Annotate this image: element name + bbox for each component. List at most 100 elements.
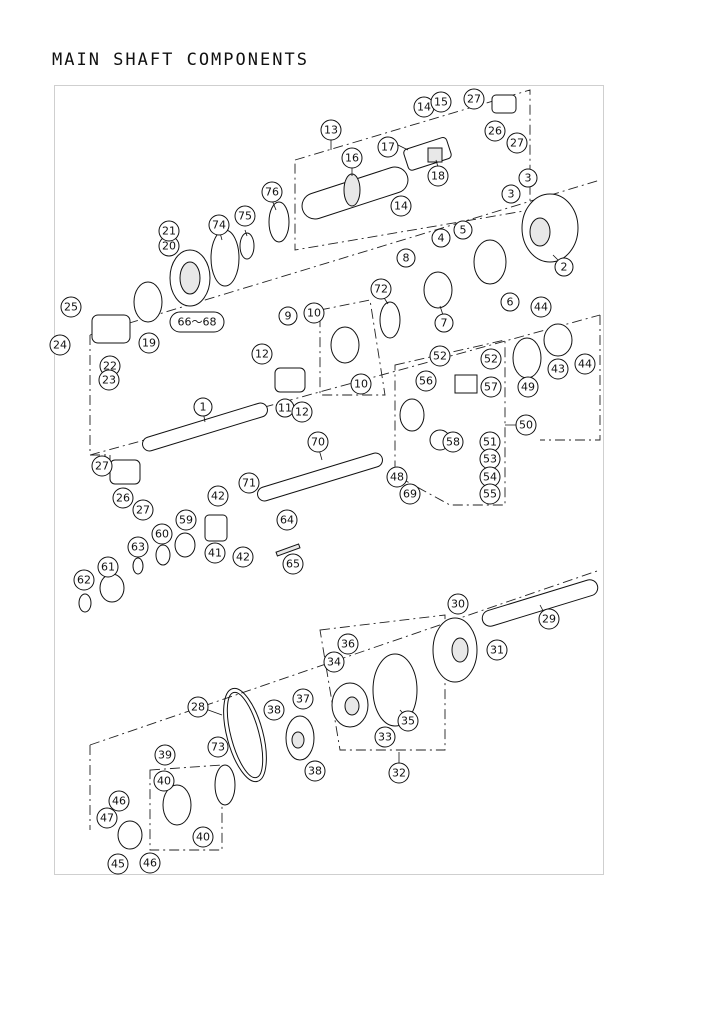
svg-text:26: 26 bbox=[116, 492, 130, 505]
callout-32: 32 bbox=[388, 762, 410, 784]
part-73-ring bbox=[214, 764, 236, 806]
part-28-belt bbox=[223, 687, 267, 783]
callout-24: 24 bbox=[49, 334, 71, 356]
svg-text:9: 9 bbox=[285, 310, 292, 323]
callout-17: 17 bbox=[377, 136, 399, 158]
callout-26: 26 bbox=[484, 120, 506, 142]
callout-14: 14 bbox=[390, 195, 412, 217]
callout-18: 18 bbox=[427, 165, 449, 187]
svg-text:14: 14 bbox=[394, 200, 408, 213]
svg-text:11: 11 bbox=[278, 402, 292, 415]
svg-text:57: 57 bbox=[484, 381, 498, 394]
callout-26: 26 bbox=[112, 487, 134, 509]
svg-text:55: 55 bbox=[483, 488, 497, 501]
svg-text:75: 75 bbox=[238, 210, 252, 223]
callout-51: 51 bbox=[479, 431, 501, 453]
callout-46: 46 bbox=[139, 852, 161, 874]
svg-text:3: 3 bbox=[508, 188, 515, 201]
svg-text:65: 65 bbox=[286, 558, 300, 571]
svg-text:23: 23 bbox=[102, 374, 116, 387]
part-70-shaft bbox=[257, 452, 383, 502]
part-26-crank bbox=[109, 459, 141, 485]
part-11-collar bbox=[274, 367, 306, 393]
svg-text:4: 4 bbox=[438, 232, 445, 245]
callout-52: 52 bbox=[429, 345, 451, 367]
svg-text:27: 27 bbox=[95, 460, 109, 473]
callout-61: 61 bbox=[97, 556, 119, 578]
svg-text:2: 2 bbox=[561, 261, 568, 274]
svg-text:19: 19 bbox=[142, 337, 156, 350]
svg-text:43: 43 bbox=[551, 363, 565, 376]
right-boundary bbox=[540, 315, 601, 441]
svg-text:56: 56 bbox=[419, 375, 433, 388]
callout-65: 65 bbox=[282, 553, 304, 575]
callout-21: 21 bbox=[158, 220, 180, 242]
svg-text:74: 74 bbox=[212, 219, 226, 232]
svg-text:53: 53 bbox=[483, 453, 497, 466]
lower-shaft-axis-line bbox=[89, 569, 601, 746]
callout-69: 69 bbox=[399, 483, 421, 505]
parts bbox=[78, 94, 599, 850]
callout-2: 2 bbox=[554, 257, 574, 277]
part-59-bushing bbox=[174, 532, 196, 558]
callout-27: 27 bbox=[506, 132, 528, 154]
part-39-pulley bbox=[162, 784, 192, 826]
svg-text:20: 20 bbox=[162, 240, 176, 253]
svg-text:73: 73 bbox=[211, 741, 225, 754]
callout-42: 42 bbox=[207, 485, 229, 507]
callout-27: 27 bbox=[91, 455, 113, 477]
svg-text:48: 48 bbox=[390, 471, 404, 484]
svg-text:16: 16 bbox=[345, 152, 359, 165]
svg-text:18: 18 bbox=[431, 170, 445, 183]
callout-1: 1 bbox=[193, 397, 213, 417]
part-76-washer bbox=[268, 201, 290, 243]
part-35-fan bbox=[372, 653, 418, 727]
part-29-shaft bbox=[481, 579, 599, 627]
callout-8: 8 bbox=[396, 248, 416, 268]
callout-64: 64 bbox=[276, 509, 298, 531]
callout-58: 58 bbox=[442, 431, 464, 453]
callout-42: 42 bbox=[232, 546, 254, 568]
callout-15: 15 bbox=[430, 91, 452, 113]
svg-text:3: 3 bbox=[525, 172, 532, 185]
part-9-block bbox=[330, 326, 360, 364]
callout-11: 11 bbox=[275, 398, 295, 418]
part-45-crank bbox=[117, 820, 143, 850]
callout-23: 23 bbox=[98, 369, 120, 391]
part-43-crank bbox=[543, 323, 573, 357]
callout-27: 27 bbox=[132, 499, 154, 521]
svg-text:28: 28 bbox=[191, 701, 205, 714]
callout-34: 34 bbox=[323, 651, 345, 673]
svg-text:8: 8 bbox=[403, 252, 410, 265]
page-title: MAIN SHAFT COMPONENTS bbox=[52, 50, 309, 70]
callout-35: 35 bbox=[397, 710, 419, 732]
part-75-ring bbox=[239, 232, 255, 260]
svg-text:40: 40 bbox=[196, 831, 210, 844]
svg-text:46: 46 bbox=[143, 857, 157, 870]
callout-50: 50 bbox=[515, 414, 537, 436]
svg-text:27: 27 bbox=[510, 137, 524, 150]
callout-54: 54 bbox=[479, 466, 501, 488]
svg-text:72: 72 bbox=[374, 283, 388, 296]
svg-text:64: 64 bbox=[280, 514, 294, 527]
svg-text:61: 61 bbox=[101, 561, 115, 574]
callout-72: 72 bbox=[370, 278, 392, 300]
callout-46: 46 bbox=[108, 790, 130, 812]
callout-14: 14 bbox=[413, 96, 435, 118]
svg-text:52: 52 bbox=[484, 353, 498, 366]
callout-10: 10 bbox=[350, 373, 372, 395]
svg-text:70: 70 bbox=[311, 436, 325, 449]
svg-text:59: 59 bbox=[179, 514, 193, 527]
svg-text:26: 26 bbox=[488, 125, 502, 138]
callout-4: 4 bbox=[431, 228, 451, 248]
callout-40: 40 bbox=[192, 826, 214, 848]
svg-text:15: 15 bbox=[434, 96, 448, 109]
svg-text:60: 60 bbox=[155, 528, 169, 541]
part-74-ring bbox=[210, 229, 240, 287]
svg-text:38: 38 bbox=[267, 704, 281, 717]
callout-75: 75 bbox=[234, 205, 256, 227]
callout-59: 59 bbox=[175, 509, 197, 531]
svg-text:50: 50 bbox=[519, 419, 533, 432]
svg-text:6: 6 bbox=[507, 296, 514, 309]
